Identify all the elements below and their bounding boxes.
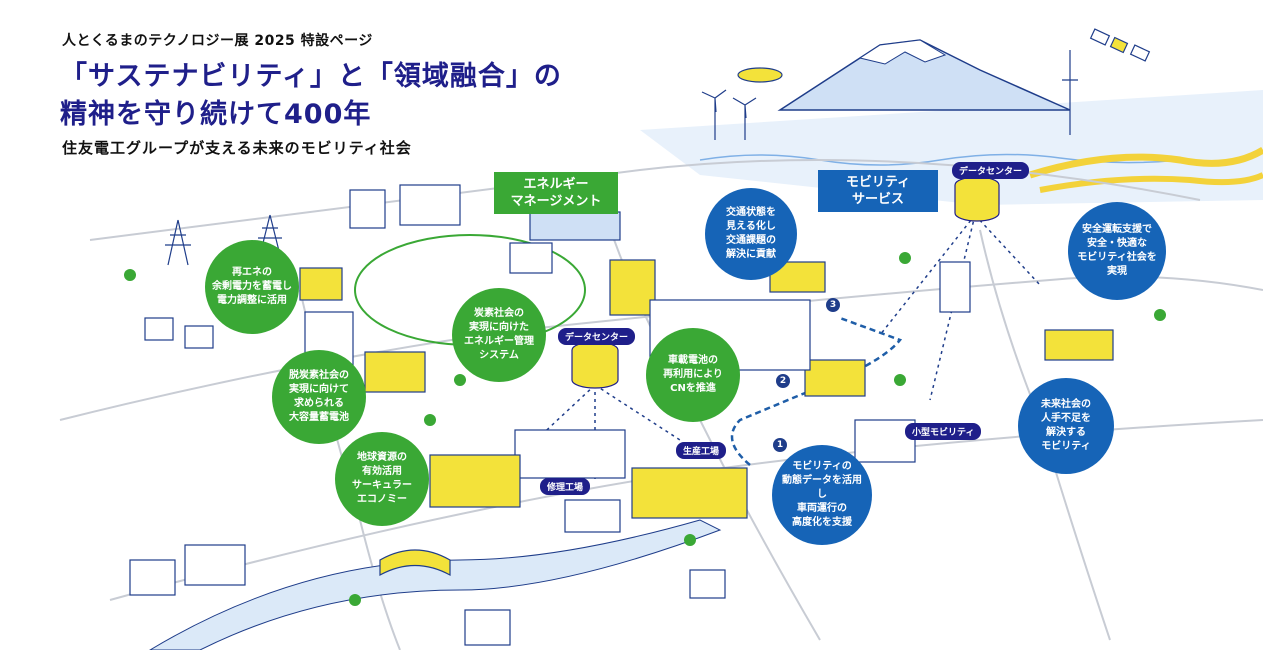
wind-turbine-1 xyxy=(701,89,727,140)
link-dc-right-1 xyxy=(879,214,976,336)
old-house-1 xyxy=(184,544,246,586)
label-datacenter-right: データセンター xyxy=(952,162,1030,179)
repair-factory xyxy=(514,429,626,479)
flying-car xyxy=(737,67,783,83)
label-datacenter-left: データセンター xyxy=(558,328,636,345)
tree-8 xyxy=(684,534,696,546)
bubble-safe-driving[interactable]: 安全運転支援で 安全・快適な モビリティ社会を 実現 xyxy=(1068,202,1166,300)
hospital xyxy=(509,242,553,274)
link-dc-left-3 xyxy=(594,384,681,441)
label-small-mobility: 小型モビリティ xyxy=(905,423,982,440)
satellite xyxy=(1089,28,1151,62)
bubble-circular-economy[interactable]: 地球資源の 有効活用 サーキュラー エコノミー xyxy=(335,432,429,526)
truck-yellow xyxy=(804,359,866,397)
solar-panels xyxy=(529,211,621,241)
mountain-snow xyxy=(858,39,947,65)
bridge xyxy=(379,549,451,577)
route-step-3: 3 xyxy=(826,298,840,312)
route-step-2: 2 xyxy=(776,374,790,388)
tree-6 xyxy=(1154,309,1166,321)
tree-4 xyxy=(899,252,911,264)
bus xyxy=(1044,329,1114,361)
recycle-container xyxy=(429,454,521,508)
event-title: 人とくるまのテクノロジー展 2025 特設ページ xyxy=(62,33,373,49)
bubble-renewable-storage[interactable]: 再エネの 余剰電力を蓄電し 電力調整に活用 xyxy=(205,240,299,334)
dairy-silo xyxy=(349,189,386,229)
datacenter-left-cylinder xyxy=(571,341,619,389)
battery-storage-2 xyxy=(364,351,426,393)
submarine-cable xyxy=(1028,146,1263,179)
wind-turbine-2 xyxy=(732,97,757,140)
tree-7 xyxy=(894,374,906,386)
datacenter-right-cylinder xyxy=(954,176,1000,222)
bubble-traffic-visualization[interactable]: 交通状態を 見える化し 交通課題の 解決に貢献 xyxy=(705,188,797,280)
power-tower-1 xyxy=(165,219,191,266)
river xyxy=(149,519,722,650)
link-dc-right-2 xyxy=(974,214,1041,286)
category-energy-management[interactable]: エネルギー マネージメント xyxy=(494,172,618,214)
old-house-4 xyxy=(689,569,726,599)
headline-line-2: 精神を守り続けて400年 xyxy=(60,99,372,130)
bubble-battery-reuse[interactable]: 車載電池の 再利用により CNを推進 xyxy=(646,328,740,422)
tree-1 xyxy=(124,269,136,281)
tree-10 xyxy=(424,414,436,426)
tv-tower xyxy=(1062,50,1078,135)
route-step-1: 1 xyxy=(773,438,787,452)
house-2 xyxy=(184,325,214,349)
bubble-labor-shortage[interactable]: 未来社会の 人手不足を 解決する モビリティ xyxy=(1018,378,1114,474)
house-1 xyxy=(144,317,174,341)
production-factory xyxy=(631,467,748,519)
label-production-factory: 生産工場 xyxy=(676,442,727,459)
submarine-cable-2 xyxy=(1039,172,1263,193)
page-headline: 「サステナビリティ」と「領域融合」の 精神を守り続けて400年 xyxy=(60,58,562,134)
old-house-2 xyxy=(129,559,176,596)
page-subtitle: 住友電工グループが支える未来のモビリティ社会 xyxy=(62,139,412,157)
bubble-decarbon-battery[interactable]: 脱炭素社会の 実現に向けて 求められる 大容量蓄電池 xyxy=(272,350,366,444)
battery-storage-1 xyxy=(299,267,343,301)
tree-2 xyxy=(454,374,466,386)
bubble-dynamic-data[interactable]: モビリティの 動態データを活用し 車両運行の 高度化を支援 xyxy=(772,445,872,545)
battery-yellow-center xyxy=(609,259,656,316)
delivery-truck xyxy=(564,499,621,533)
label-repair-factory: 修理工場 xyxy=(540,478,591,495)
bubble-energy-system[interactable]: 炭素社会の 実現に向けた エネルギー管理 システム xyxy=(452,288,546,382)
tree-9 xyxy=(349,594,361,606)
old-house-3 xyxy=(464,609,511,646)
apartment-right xyxy=(939,261,971,313)
factory-left xyxy=(399,184,461,226)
sea-area xyxy=(640,90,1263,205)
category-mobility-service[interactable]: モビリティ サービス xyxy=(818,170,938,212)
power-tower-2 xyxy=(258,214,282,256)
headline-line-1: 「サステナビリティ」と「領域融合」の xyxy=(60,61,562,92)
